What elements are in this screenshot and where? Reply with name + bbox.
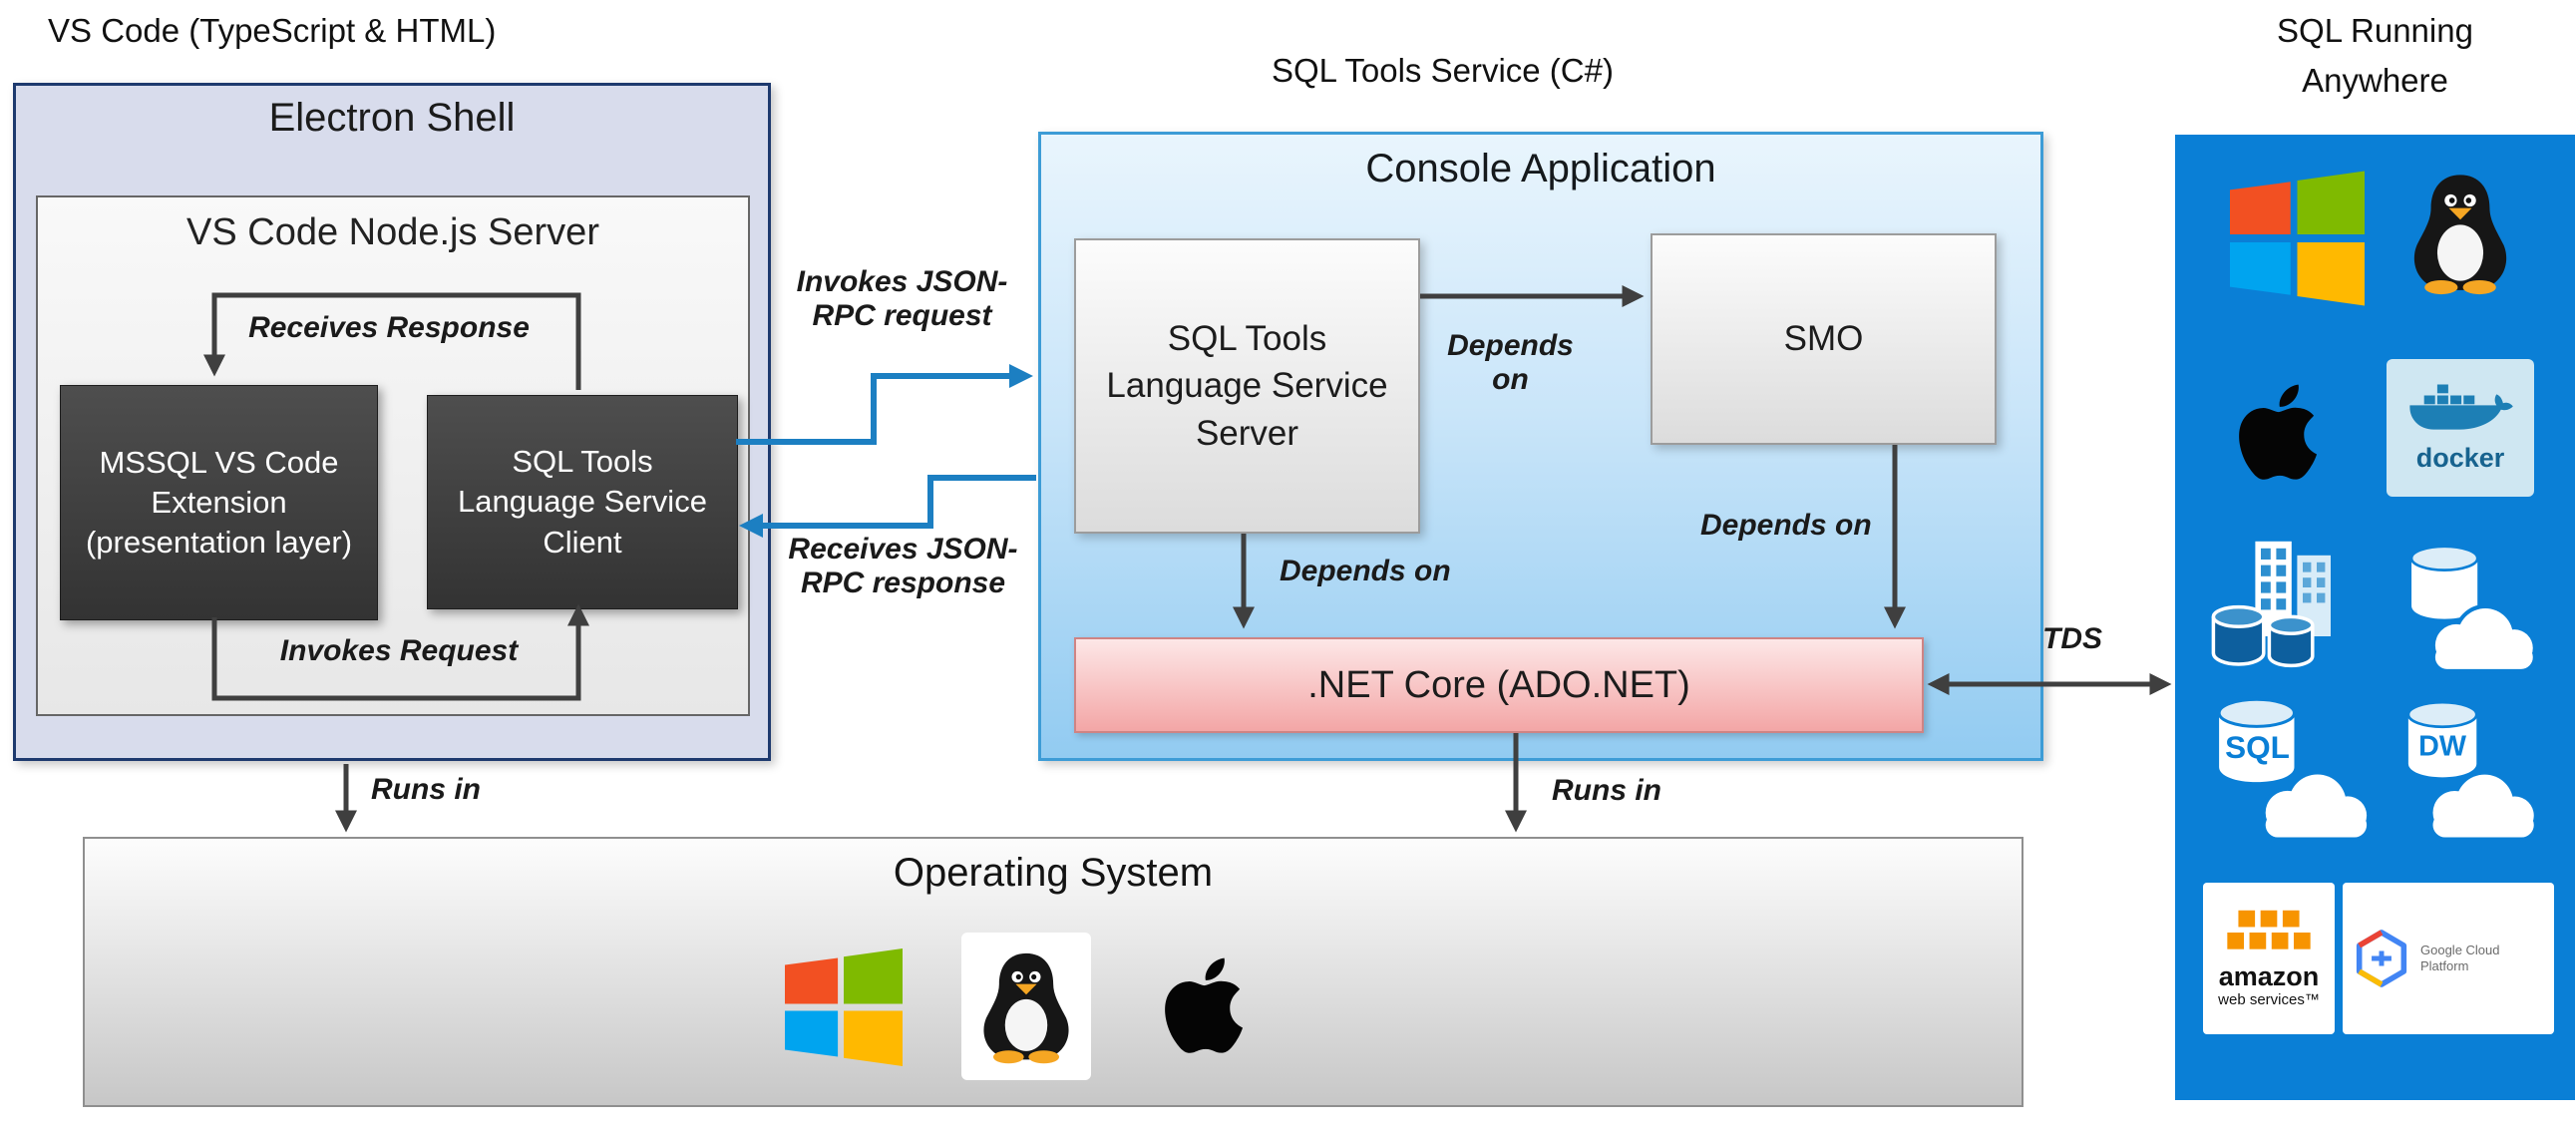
windows-logo-icon xyxy=(785,946,903,1068)
console-application-title: Console Application xyxy=(1365,147,1716,190)
windows-logo-icon xyxy=(2230,165,2365,312)
service-server-label: SQL Tools Language Service Server xyxy=(1106,319,1388,453)
invokes-jsonrpc-label: Invokes JSON-RPC request xyxy=(796,265,1008,332)
tds-label: TDS xyxy=(2042,622,2102,655)
sql-anywhere-section-label: SQL Running Anywhere xyxy=(2175,6,2575,105)
smo-box: SMO xyxy=(1651,233,1997,445)
runs-in-left-label: Runs in xyxy=(371,773,481,806)
runs-in-right-label: Runs in xyxy=(1552,774,1661,807)
dw-db-label: DW xyxy=(2418,730,2467,762)
depends-on-core-right-label: Depends on xyxy=(1700,509,1872,542)
sqltools-section-label: SQL Tools Service (C#) xyxy=(1272,52,1614,89)
arrow-invokes-jsonrpc xyxy=(736,364,1033,445)
electron-shell-title: Electron Shell xyxy=(268,96,516,140)
apple-logo-icon xyxy=(2223,352,2345,510)
sql-anywhere-panel: docker xyxy=(2175,135,2575,1100)
dotnet-core-label: .NET Core (ADO.NET) xyxy=(1307,663,1690,706)
linux-tux-icon xyxy=(961,933,1091,1080)
depends-on-smo-label: Depends on xyxy=(1447,329,1574,396)
aws-name-label: amazon xyxy=(2218,961,2320,992)
azure-sql-db-icon: SQL xyxy=(2199,695,2379,843)
mssql-extension-label: MSSQL VS Code Extension (presentation la… xyxy=(85,444,353,561)
receives-jsonrpc-label: Receives JSON-RPC response xyxy=(788,533,1018,599)
arrow-receives-jsonrpc xyxy=(739,475,1036,538)
azure-sql-dw-icon: DW xyxy=(2367,698,2551,843)
aws-sub-label: web services™ xyxy=(2218,990,2320,1008)
mssql-extension-box: MSSQL VS Code Extension (presentation la… xyxy=(60,385,378,620)
gcp-logo-icon: Google Cloud Platform xyxy=(2343,883,2554,1034)
aws-logo-icon: amazon web services™ xyxy=(2203,883,2335,1034)
invokes-request-label: Invokes Request xyxy=(279,634,519,667)
apple-logo-icon xyxy=(1149,926,1271,1083)
electron-shell-box: Electron Shell VS Code Node.js Server MS… xyxy=(13,83,771,761)
sql-server-icon xyxy=(2203,539,2361,678)
operating-system-title: Operating System xyxy=(893,851,1214,895)
cloud-database-icon xyxy=(2375,542,2546,675)
depends-on-core-left-label: Depends on xyxy=(1280,555,1451,587)
service-client-box: SQL Tools Language Service Client xyxy=(427,395,738,609)
sql-anywhere-line2: Anywhere xyxy=(2302,61,2448,99)
operating-system-box: Operating System xyxy=(83,837,2024,1107)
docker-label: docker xyxy=(2415,442,2505,473)
vscode-section-label: VS Code (TypeScript & HTML) xyxy=(48,12,497,49)
sql-anywhere-line1: SQL Running xyxy=(2277,12,2473,49)
linux-tux-icon xyxy=(2396,153,2524,312)
receives-response-label: Receives Response xyxy=(248,311,530,344)
sql-db-label: SQL xyxy=(2225,729,2290,765)
node-server-box: VS Code Node.js Server MSSQL VS Code Ext… xyxy=(36,195,750,716)
node-server-title: VS Code Node.js Server xyxy=(186,211,599,253)
service-client-label: SQL Tools Language Service Client xyxy=(458,444,707,560)
docker-logo-icon: docker xyxy=(2387,359,2534,497)
service-server-box: SQL Tools Language Service Server xyxy=(1074,238,1420,534)
console-application-box: Console Application SQL Tools Language S… xyxy=(1038,132,2043,761)
dotnet-core-box: .NET Core (ADO.NET) xyxy=(1074,637,1924,733)
gcp-label: Google Cloud Platform xyxy=(2420,942,2500,973)
smo-label: SMO xyxy=(1783,319,1864,359)
